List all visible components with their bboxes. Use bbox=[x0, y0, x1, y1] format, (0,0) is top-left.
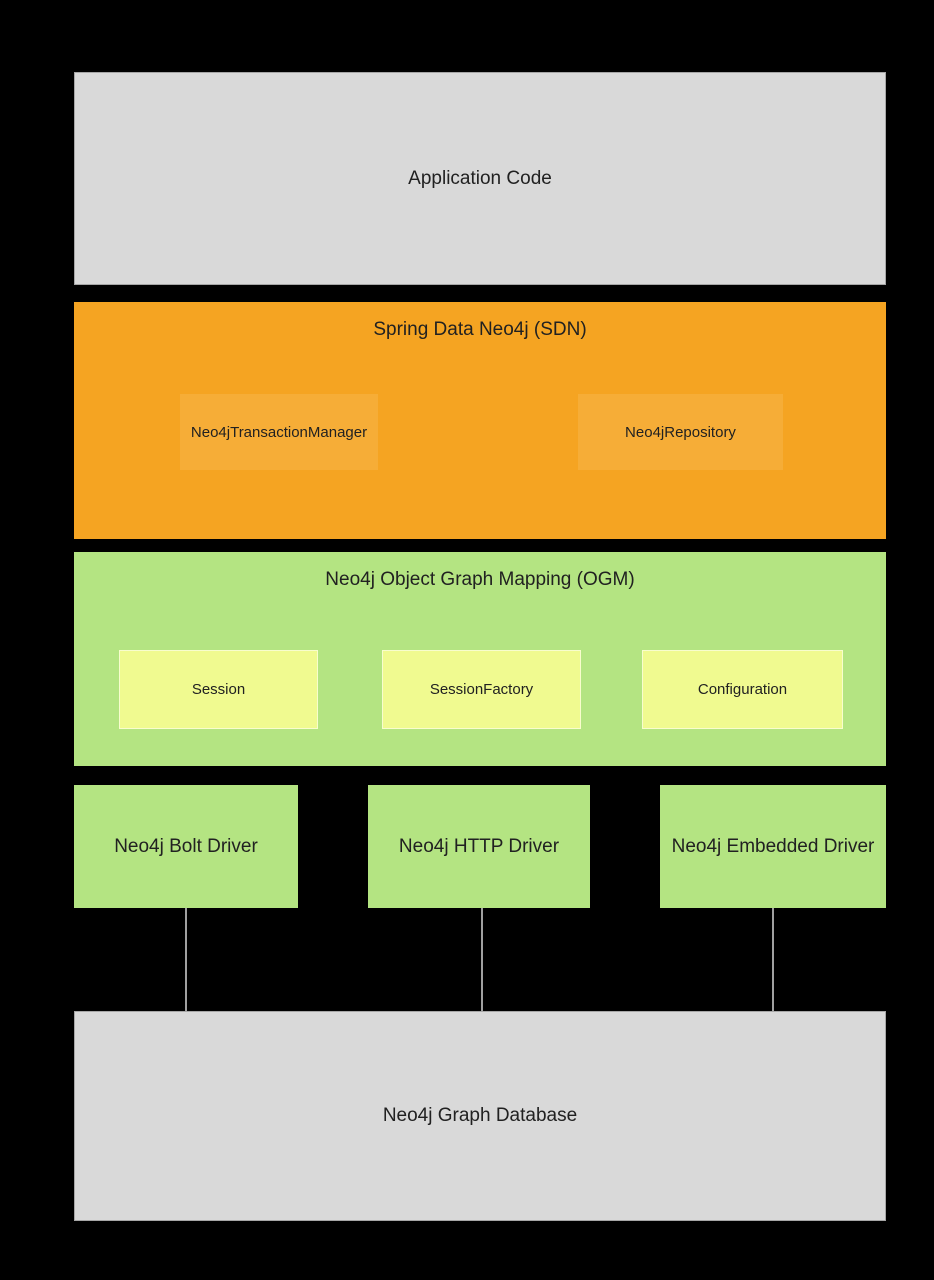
graph-database-label: Neo4j Graph Database bbox=[382, 1105, 578, 1126]
ogm-box: Neo4j Object Graph Mapping (OGM) Session… bbox=[74, 552, 886, 766]
configuration-label: Configuration bbox=[697, 681, 788, 698]
embedded-driver-label: Neo4j Embedded Driver bbox=[671, 835, 875, 857]
transaction-manager-label: Neo4jTransactionManager bbox=[190, 423, 368, 441]
transaction-manager-box: Neo4jTransactionManager bbox=[180, 394, 378, 470]
sdn-box: Spring Data Neo4j (SDN) Neo4jTransaction… bbox=[74, 302, 886, 539]
session-box: Session bbox=[119, 650, 318, 729]
session-factory-box: SessionFactory bbox=[382, 650, 581, 729]
configuration-box: Configuration bbox=[642, 650, 843, 729]
application-code-label: Application Code bbox=[408, 167, 552, 189]
session-factory-label: SessionFactory bbox=[429, 681, 534, 698]
connector-line-embedded bbox=[772, 908, 774, 1011]
http-driver-label: Neo4j HTTP Driver bbox=[398, 835, 560, 857]
sdn-title: Spring Data Neo4j (SDN) bbox=[373, 319, 587, 340]
repository-box: Neo4jRepository bbox=[578, 394, 783, 470]
bolt-driver-label: Neo4j Bolt Driver bbox=[114, 835, 258, 857]
session-label: Session bbox=[191, 681, 246, 698]
bolt-driver-box: Neo4j Bolt Driver bbox=[74, 785, 298, 908]
embedded-driver-box: Neo4j Embedded Driver bbox=[660, 785, 886, 908]
connector-line-http bbox=[481, 908, 483, 1011]
repository-label: Neo4jRepository bbox=[625, 423, 736, 441]
ogm-title: Neo4j Object Graph Mapping (OGM) bbox=[325, 569, 635, 590]
http-driver-box: Neo4j HTTP Driver bbox=[368, 785, 590, 908]
application-code-box: Application Code bbox=[74, 72, 886, 285]
graph-database-box: Neo4j Graph Database bbox=[74, 1011, 886, 1221]
connector-line-bolt bbox=[185, 908, 187, 1011]
